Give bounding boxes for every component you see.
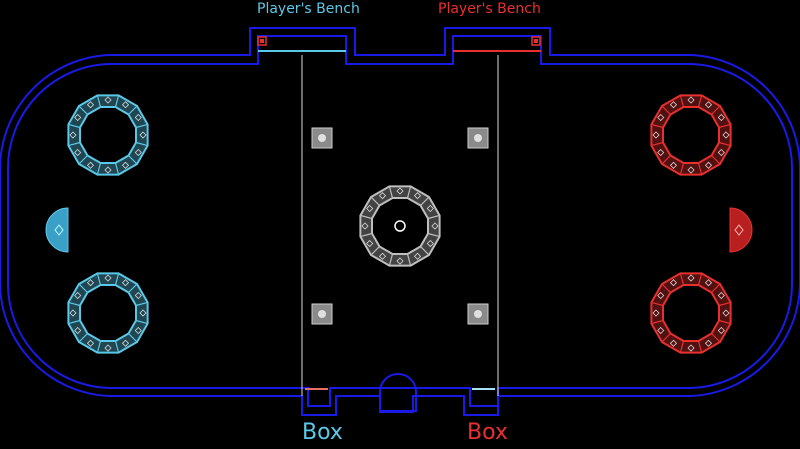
center-faceoff-ring-icon[interactable] xyxy=(359,185,441,267)
red-goal-icon[interactable] xyxy=(729,207,753,253)
center-dot-icon xyxy=(394,220,406,232)
red-bench-label: Player's Bench xyxy=(438,1,541,17)
blue-bottom-faceoff-ring-icon[interactable] xyxy=(67,272,149,354)
faceoff-dot-top-left-icon[interactable] xyxy=(311,127,333,149)
rink-outer-boundary xyxy=(0,27,800,416)
red-bottom-faceoff-ring-icon[interactable] xyxy=(650,272,732,354)
blue-goal-icon[interactable] xyxy=(45,207,69,253)
blue-bench-marker-icon[interactable] xyxy=(257,36,267,46)
center-goal-icon xyxy=(379,373,417,412)
red-top-faceoff-ring-icon[interactable] xyxy=(650,94,732,176)
blue-top-faceoff-ring-icon[interactable] xyxy=(67,94,149,176)
faceoff-dot-top-right-icon[interactable] xyxy=(467,127,489,149)
blue-bench-label: Player's Bench xyxy=(257,1,360,17)
red-bench-marker-icon[interactable] xyxy=(531,36,541,46)
blue-box-label: Box xyxy=(302,420,343,445)
red-box-label: Box xyxy=(467,420,508,445)
faceoff-dot-bottom-left-icon[interactable] xyxy=(311,303,333,325)
faceoff-dot-bottom-right-icon[interactable] xyxy=(467,303,489,325)
